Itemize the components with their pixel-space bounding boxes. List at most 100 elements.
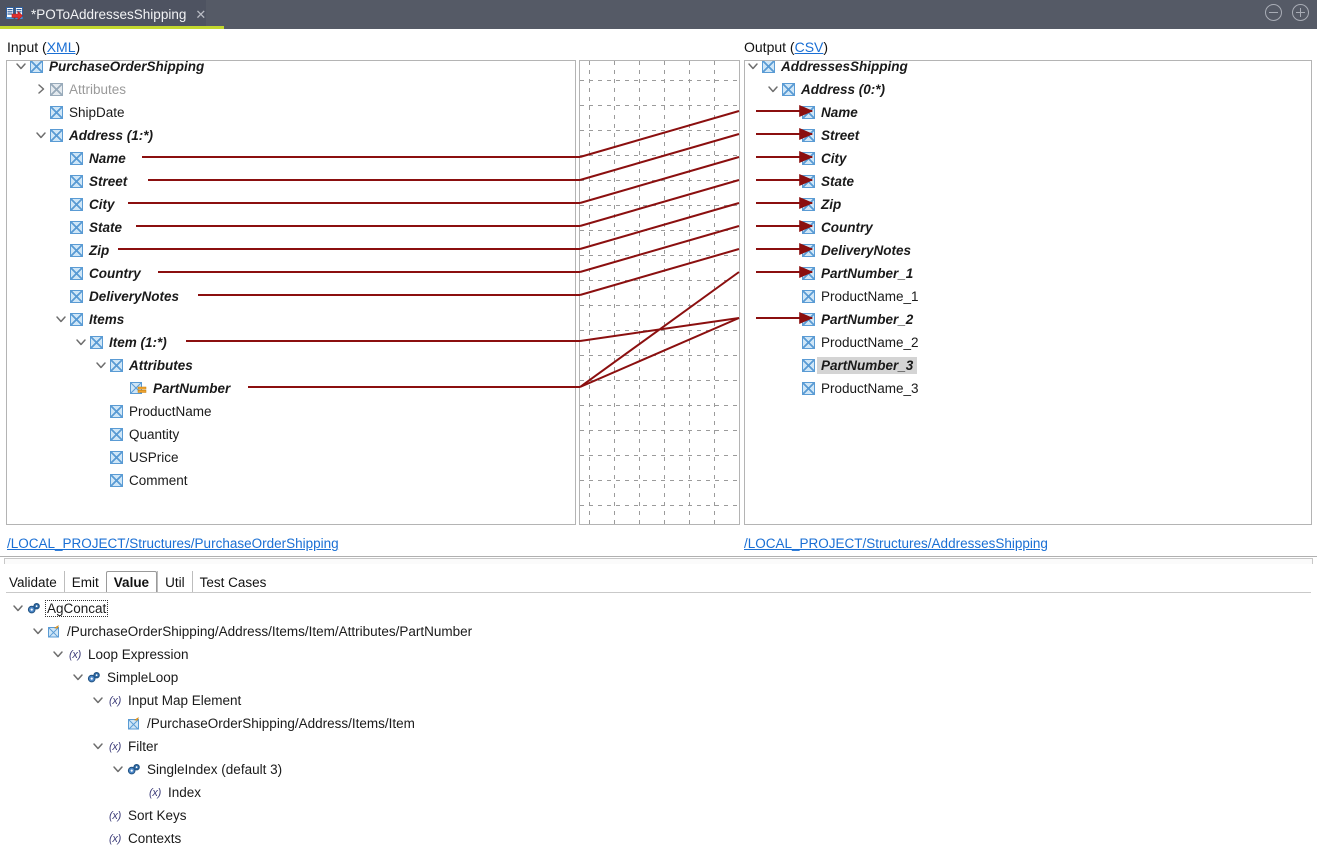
output-format-link[interactable]: CSV xyxy=(794,39,824,55)
input-tree-row[interactable]: Attributes xyxy=(95,354,193,377)
grid-line-v xyxy=(614,61,615,524)
bottom-tab-value[interactable]: Value xyxy=(105,571,158,593)
input-tree-row[interactable]: Quantity xyxy=(95,423,179,446)
output-tree-row[interactable]: AddressesShipping xyxy=(747,61,908,78)
input-node-label: Street xyxy=(89,173,128,189)
twisty-down-icon[interactable] xyxy=(15,61,28,73)
output-tree-row[interactable]: ProductName_2 xyxy=(787,331,919,354)
xml-element-icon xyxy=(802,267,815,280)
output-node-label: ProductName_3 xyxy=(821,380,919,396)
expression-icon: (x) xyxy=(109,832,121,845)
input-tree-row[interactable]: USPrice xyxy=(95,446,179,469)
twisty-right-icon[interactable] xyxy=(35,83,48,96)
input-format-link[interactable]: XML xyxy=(46,39,76,55)
close-icon[interactable]: ✕ xyxy=(195,7,207,22)
output-tree-row[interactable]: Address (0:*) xyxy=(767,78,885,101)
document-tab[interactable]: *POToAddressesShipping ✕ xyxy=(0,0,207,29)
input-tree-row[interactable]: PurchaseOrderShipping xyxy=(15,61,204,78)
output-tree-row[interactable]: Name xyxy=(787,101,858,124)
output-tree-row[interactable]: Zip xyxy=(787,193,841,216)
grid-line-h xyxy=(580,330,739,331)
input-tree-row[interactable]: Name xyxy=(55,147,126,170)
input-tree-row[interactable]: Items xyxy=(55,308,124,331)
twisty-down-icon[interactable] xyxy=(52,648,65,661)
output-tree-row[interactable]: DeliveryNotes xyxy=(787,239,911,262)
output-node-label: Name xyxy=(821,104,858,120)
expression-icon: (x) xyxy=(69,648,81,661)
expression-tree-row[interactable]: (x)Contexts xyxy=(92,827,181,850)
output-tree-row[interactable]: State xyxy=(787,170,854,193)
expression-tree-row[interactable]: /PurchaseOrderShipping/Address/Items/Ite… xyxy=(32,620,472,643)
bottom-tab-util[interactable]: Util xyxy=(157,571,192,593)
twisty-down-icon[interactable] xyxy=(12,602,25,615)
grid-line-h xyxy=(580,455,739,456)
twisty-down-icon[interactable] xyxy=(92,694,105,707)
expression-tree-row[interactable]: /PurchaseOrderShipping/Address/Items/Ite… xyxy=(112,712,415,735)
output-tree-row[interactable]: PartNumber_3 xyxy=(787,354,918,377)
twisty-down-icon[interactable] xyxy=(55,313,68,326)
twisty-down-icon[interactable] xyxy=(95,359,108,372)
output-node-label: PartNumber_3 xyxy=(817,356,918,375)
maximize-icon[interactable] xyxy=(1292,4,1309,21)
xml-element-icon xyxy=(110,359,123,372)
expression-tree-row[interactable]: (x)Filter xyxy=(92,735,158,758)
expression-node-label: Input Map Element xyxy=(128,692,242,708)
expression-tree-row[interactable]: (x)Loop Expression xyxy=(52,643,189,666)
minimize-icon[interactable] xyxy=(1265,4,1282,21)
input-tree-row[interactable]: City xyxy=(55,193,115,216)
expression-tree-row[interactable]: SimpleLoop xyxy=(72,666,178,689)
input-tree-row[interactable]: ProductName xyxy=(95,400,212,423)
input-tree-row[interactable]: State xyxy=(55,216,122,239)
grid-line-h xyxy=(580,130,739,131)
output-tree-row[interactable]: ProductName_1 xyxy=(787,285,919,308)
twisty-down-icon[interactable] xyxy=(32,625,45,638)
input-tree-row[interactable]: Zip xyxy=(55,239,109,262)
bottom-tab-validate[interactable]: Validate xyxy=(6,571,64,593)
expression-tree-row[interactable]: (x)Input Map Element xyxy=(92,689,241,712)
mapping-canvas[interactable] xyxy=(579,60,740,525)
expression-tree-row[interactable]: (x)Sort Keys xyxy=(92,804,187,827)
output-structure-link[interactable]: /LOCAL_PROJECT/Structures/AddressesShipp… xyxy=(744,536,1048,551)
input-tree-row[interactable]: Street xyxy=(55,170,127,193)
output-tree-row[interactable]: Country xyxy=(787,216,873,239)
output-tree-row[interactable]: Street xyxy=(787,124,859,147)
twisty-down-icon[interactable] xyxy=(72,671,85,684)
expression-tree-row[interactable]: (x)Index xyxy=(132,781,201,804)
twisty-down-icon[interactable] xyxy=(747,61,760,73)
grid-line-h xyxy=(580,305,739,306)
input-tree-row[interactable]: Attributes xyxy=(35,78,126,101)
xml-element-icon xyxy=(110,451,123,464)
expression-tree-row[interactable]: SingleIndex (default 3) xyxy=(112,758,282,781)
bottom-tab-label: Validate xyxy=(9,574,57,590)
twisty-down-icon[interactable] xyxy=(75,336,88,349)
sash-handle[interactable] xyxy=(4,558,1313,564)
input-tree-row[interactable]: Country xyxy=(55,262,141,285)
output-tree-row[interactable]: PartNumber_2 xyxy=(787,308,913,331)
output-tree-row[interactable]: City xyxy=(787,147,847,170)
xml-element-icon xyxy=(30,61,43,73)
twisty-down-icon[interactable] xyxy=(35,129,48,142)
input-structure-link[interactable]: /LOCAL_PROJECT/Structures/PurchaseOrderS… xyxy=(7,536,339,551)
input-tree-row[interactable]: ShipDate xyxy=(35,101,125,124)
expression-node-label: Sort Keys xyxy=(128,807,187,823)
bottom-tab-emit[interactable]: Emit xyxy=(63,571,106,593)
xml-element-icon xyxy=(70,290,83,303)
expression-tree-row[interactable]: AgConcat xyxy=(12,597,109,620)
output-tree-row[interactable]: ProductName_3 xyxy=(787,377,919,400)
twisty-down-icon[interactable] xyxy=(92,740,105,753)
output-tree-row[interactable]: PartNumber_1 xyxy=(787,262,913,285)
input-tree-row[interactable]: Address (1:*) xyxy=(35,124,153,147)
twisty-down-icon[interactable] xyxy=(767,83,780,96)
input-tree-row[interactable]: DeliveryNotes xyxy=(55,285,179,308)
bottom-tab-test-cases[interactable]: Test Cases xyxy=(191,571,274,593)
input-tree-row[interactable]: Item (1:*) xyxy=(75,331,167,354)
input-tree-row[interactable]: PartNumber xyxy=(115,377,230,400)
input-tree-row[interactable]: Comment xyxy=(95,469,188,492)
grid-line-h xyxy=(580,430,739,431)
twisty-down-icon[interactable] xyxy=(112,763,125,776)
expression-node-label: SingleIndex (default 3) xyxy=(147,761,283,777)
